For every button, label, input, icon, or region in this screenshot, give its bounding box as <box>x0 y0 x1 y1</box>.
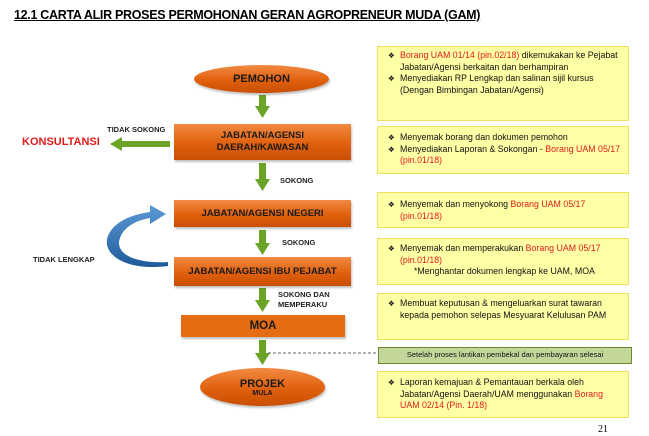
node-projek-mula: PROJEK MULA <box>200 368 325 406</box>
note-text: Menyediakan RP Lengkap dan salinan sijil… <box>400 73 594 95</box>
label-sokong-1: SOKONG <box>280 176 314 185</box>
form-ref: Borang UAM 02/14 (Pin. 1/18) <box>400 388 603 411</box>
node-jabatan-negeri-label: JABATAN/AGENSI NEGERI <box>201 207 324 219</box>
note-text: dikemukakan ke Pejabat Jabatan/Agensi be… <box>400 50 618 72</box>
label-sokong-2: SOKONG <box>282 238 316 247</box>
label-tidak-lengkap: TIDAK LENGKAP <box>33 255 95 264</box>
note-pemohon-item-1: Borang UAM 01/14 (pin.02/18) dikemukakan… <box>388 50 622 73</box>
note-pemohon-item-2: Menyediakan RP Lengkap dan salinan sijil… <box>388 73 622 96</box>
form-ref: Borang UAM 05/17 (pin.01/18) <box>400 143 621 166</box>
note-jabatan-daerah-item-2: Menyediakan Laporan & Sokongan - Borang … <box>388 144 622 167</box>
node-jabatan-ibu-pejabat-label: JABATAN/AGENSI IBU PEJABAT <box>188 265 337 277</box>
loop-arrow-tidak-lengkap <box>106 205 168 268</box>
node-jabatan-daerah: JABATAN/AGENSI DAERAH/KAWASAN <box>174 124 351 160</box>
node-projek-label: PROJEK <box>239 377 286 390</box>
green-note: Setelah proses lantikan pembekal dan pem… <box>378 347 632 364</box>
arrow-down-2 <box>255 163 270 191</box>
note-jabatan-daerah: Menyemak borang dan dokumen pemohon Meny… <box>377 126 629 174</box>
note-text: Menyemak borang dan dokumen pemohon <box>400 132 568 142</box>
note-moa-item-1: Membuat keputusan & mengeluarkan surat t… <box>388 298 622 321</box>
node-jabatan-ibu-pejabat: JABATAN/AGENSI IBU PEJABAT <box>174 257 351 286</box>
node-pemohon-label: PEMOHON <box>233 73 290 85</box>
node-moa-label: MOA <box>249 320 277 332</box>
note-jabatan-negeri-item-1: Menyemak dan menyokong Borang UAM 05/17 … <box>388 199 622 222</box>
note-text: Laporan kemajuan & Pemantauan berkala ol… <box>400 377 584 399</box>
node-jabatan-negeri: JABATAN/AGENSI NEGERI <box>174 200 351 227</box>
label-sokong-dan-line1: SOKONG DAN <box>278 290 330 299</box>
note-text: Menyemak dan menyokong <box>400 199 511 209</box>
node-moa: MOA <box>181 315 345 337</box>
note-text: Menyediakan Laporan & Sokongan - <box>400 143 546 154</box>
form-ref: Borang UAM 05/17 (pin.01/18) <box>400 199 586 221</box>
note-ibu-pejabat-item-1: Menyemak dan memperakukan Borang UAM 05/… <box>388 243 622 266</box>
arrow-down-4 <box>255 288 270 312</box>
note-jabatan-daerah-item-1: Menyemak borang dan dokumen pemohon <box>388 132 622 144</box>
label-sokong-dan: SOKONG DAN MEMPERAKU <box>278 290 330 310</box>
form-ref: Borang UAM 01/14 (pin.02/18) <box>400 50 520 60</box>
note-pemohon: Borang UAM 01/14 (pin.02/18) dikemukakan… <box>377 46 629 121</box>
label-tidak-sokong: TIDAK SOKONG <box>107 125 166 134</box>
note-projek: Laporan kemajuan & Pemantauan berkala ol… <box>377 371 629 418</box>
note-ibu-pejabat-extra: *Menghantar dokumen lengkap ke UAM, MOA <box>414 266 595 276</box>
note-jabatan-negeri: Menyemak dan menyokong Borang UAM 05/17 … <box>377 192 629 228</box>
node-jabatan-daerah-line2: DAERAH/KAWASAN <box>216 142 309 153</box>
arrow-left-konsultansi <box>110 137 170 151</box>
arrow-down-5 <box>255 340 270 365</box>
node-pemohon: PEMOHON <box>194 65 329 93</box>
form-ref: Borang UAM 05/17 (pin.01/18) <box>400 243 601 265</box>
label-sokong-dan-line2: MEMPERAKU <box>278 300 328 309</box>
label-konsultansi: KONSULTANSI <box>22 136 100 148</box>
arrow-down-3 <box>255 230 270 255</box>
note-ibu-pejabat: Menyemak dan memperakukan Borang UAM 05/… <box>377 238 629 285</box>
node-jabatan-daerah-line1: JABATAN/AGENSI <box>220 130 305 141</box>
node-mula-label: MULA <box>252 389 273 397</box>
note-text: Membuat keputusan & mengeluarkan surat t… <box>400 298 607 320</box>
note-moa: Membuat keputusan & mengeluarkan surat t… <box>377 293 629 340</box>
page-number: 21 <box>598 424 608 435</box>
page-title: 12.1 CARTA ALIR PROSES PERMOHONAN GERAN … <box>14 8 481 22</box>
arrow-down-1 <box>255 95 270 118</box>
note-text: Menyemak dan memperakukan <box>400 243 526 253</box>
note-projek-item-1: Laporan kemajuan & Pemantauan berkala ol… <box>388 377 622 412</box>
